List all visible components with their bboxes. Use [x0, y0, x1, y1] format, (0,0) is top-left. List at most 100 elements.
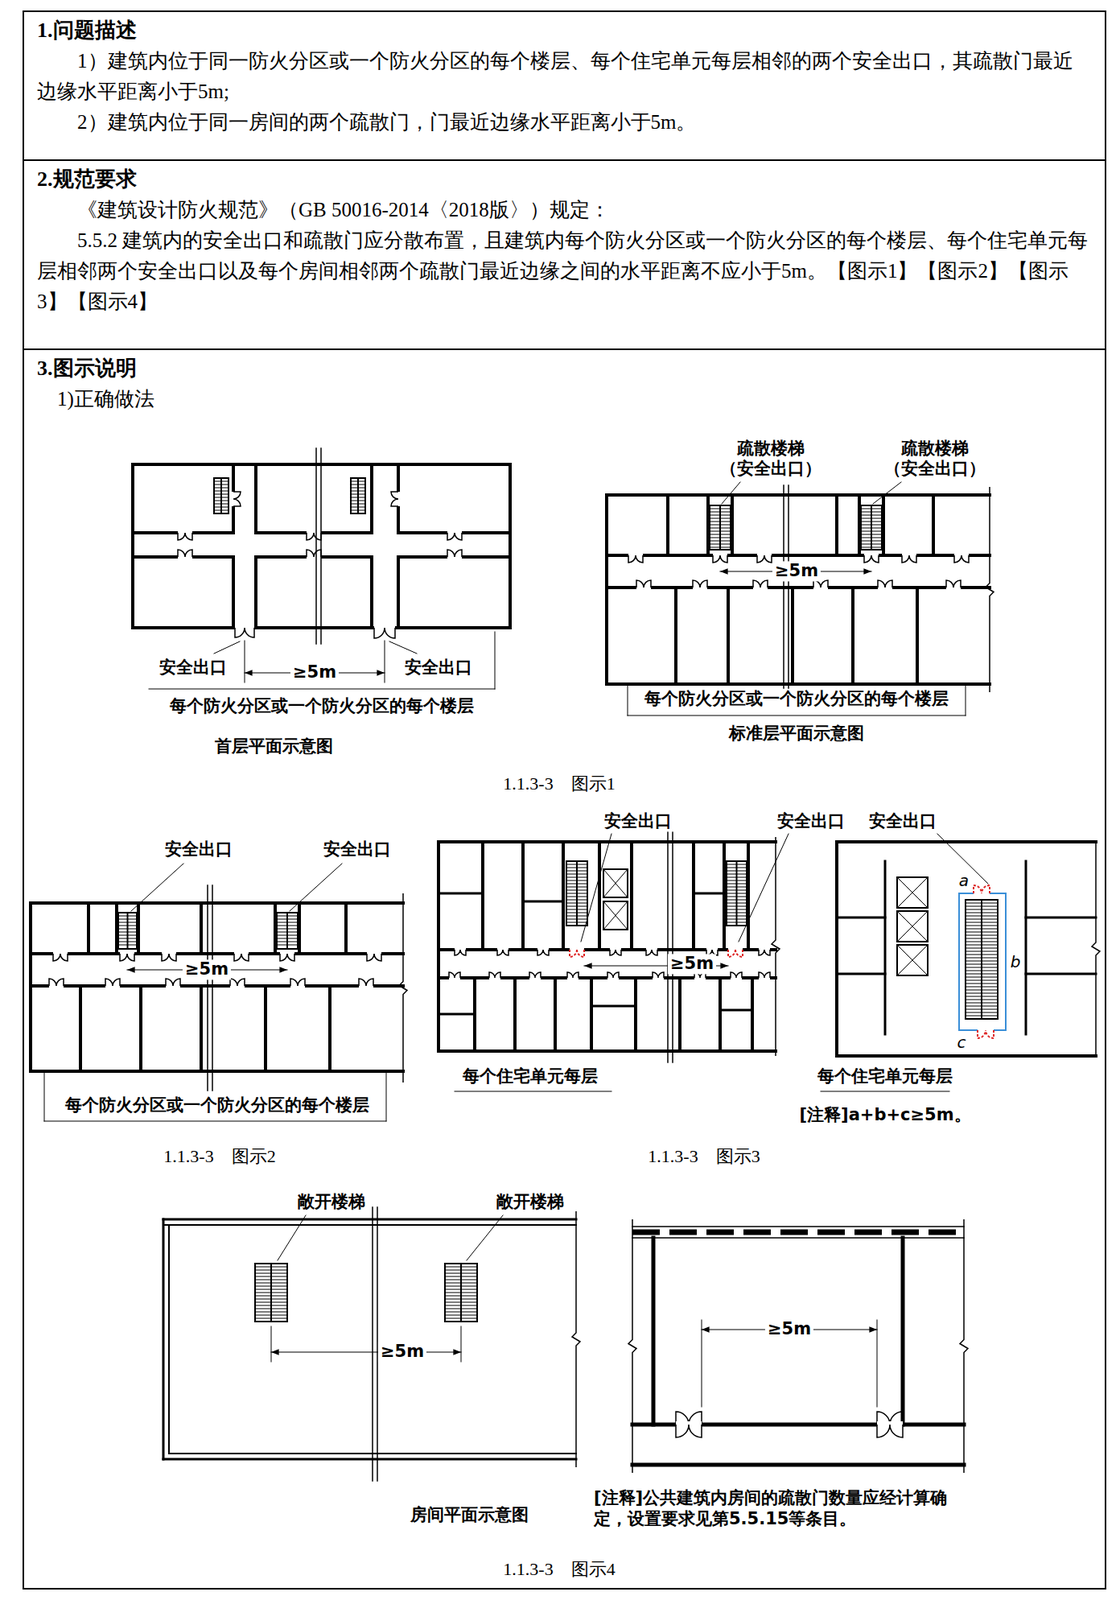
wall-line	[199, 985, 203, 1071]
leader-line	[271, 1325, 272, 1362]
stair-callout: 疏散楼梯 （安全出口）	[713, 438, 829, 479]
leader-line	[148, 688, 495, 690]
wall-line	[344, 902, 348, 954]
room-outline	[255, 556, 372, 628]
wall-line	[674, 587, 678, 684]
wall-line	[131, 532, 135, 557]
door-symbol	[753, 580, 768, 588]
figure-label: [注释]a+b+c≥5m。	[796, 1104, 973, 1125]
partition-line	[206, 885, 209, 1091]
wall-line	[162, 1218, 165, 1459]
wall-line	[508, 532, 512, 557]
window-wall	[632, 1229, 964, 1236]
leader-line	[738, 833, 789, 942]
wall-line	[931, 494, 935, 556]
door-symbol	[646, 949, 658, 956]
dimension-letter: b	[1008, 951, 1023, 972]
wall-line	[790, 587, 795, 684]
break-line	[399, 893, 408, 1083]
leader-line	[44, 1070, 46, 1121]
wall-line	[606, 682, 990, 686]
figure-label: 安全出口	[156, 657, 230, 678]
leader-line	[289, 863, 342, 911]
figure-label: 每个住宅单元每层	[815, 1066, 956, 1087]
section-box: 2.规范要求《建筑设计防火规范》（GB 50016-2014〈2018版〉）规定…	[22, 159, 1107, 350]
elevator-cross	[897, 910, 928, 942]
door-symbol	[973, 885, 990, 894]
stair-divider	[719, 505, 721, 550]
figure-label: ≥5m	[765, 1318, 814, 1339]
wall-line	[720, 1008, 753, 1012]
dimension-letter: a	[957, 870, 971, 890]
leader-line	[466, 1214, 503, 1260]
wall-line	[438, 892, 483, 895]
wall-line	[199, 902, 203, 954]
figure-label: 安全出口	[321, 839, 394, 860]
measure-outline	[959, 893, 1006, 1030]
section-heading: 2.规范要求	[37, 164, 1092, 195]
leader-line	[872, 481, 902, 504]
door-symbol	[448, 971, 461, 978]
door-symbol	[374, 627, 396, 639]
elevator-cross	[897, 944, 928, 976]
door-symbol	[877, 580, 893, 588]
room-outline	[255, 464, 372, 533]
dimension-line	[127, 968, 288, 970]
wall-line	[78, 985, 83, 1071]
stair-outline	[255, 1263, 288, 1322]
stair-outline	[860, 505, 882, 550]
door-symbol	[537, 949, 549, 956]
figure-label: ≥5m	[290, 662, 339, 683]
door-symbol	[290, 978, 305, 986]
door-symbol	[954, 555, 969, 563]
dimension-line	[720, 570, 872, 572]
leader-line	[627, 715, 966, 717]
stair-outline	[118, 912, 137, 949]
wall-line	[693, 892, 725, 895]
section-heading: 1.问题描述	[37, 15, 1092, 46]
elevator-cross	[897, 944, 928, 976]
door-symbol	[813, 580, 828, 588]
wall-line	[835, 841, 839, 1056]
door-symbol	[497, 949, 509, 956]
stair-callout: 疏散楼梯 （安全出口）	[877, 438, 993, 479]
wall-line	[521, 841, 525, 950]
figure-label: 安全出口	[774, 811, 848, 832]
wall-line	[86, 902, 91, 954]
figure-note: [注释]公共建筑内房间的疏散门数量应经计算确定，设置要求见第5.5.15等条目。	[591, 1486, 975, 1530]
leader-line	[937, 833, 989, 884]
leader-line	[461, 1325, 462, 1362]
stair-divider	[286, 912, 289, 949]
wall-line	[591, 1004, 636, 1008]
wall-line	[30, 1069, 404, 1073]
leader-line	[131, 863, 184, 911]
figure-label: 安全出口	[402, 657, 475, 678]
figure-caption: 1.1.3-3 图示2	[160, 1145, 278, 1167]
elevator-cross	[897, 910, 928, 942]
wall-line	[233, 462, 256, 466]
wall-line	[915, 587, 919, 684]
door-symbol	[977, 1029, 994, 1038]
leader-line	[627, 683, 629, 716]
figure-label: ≥5m	[667, 953, 717, 974]
elevator-cross	[897, 877, 928, 908]
wall-line	[836, 916, 886, 919]
door-symbol	[901, 555, 917, 563]
wall-line	[481, 841, 485, 950]
stair-divider	[980, 899, 983, 1019]
figure-label: ≥5m	[772, 560, 821, 581]
elevator-cross	[897, 877, 928, 908]
partition-line	[787, 485, 790, 688]
figure-label: 房间平面示意图	[407, 1504, 532, 1525]
wall-line	[632, 1225, 964, 1228]
room-outline	[132, 556, 234, 628]
door-symbol	[49, 978, 64, 986]
wall-line	[163, 1218, 577, 1221]
wall-line	[1025, 860, 1028, 1034]
leader-line	[277, 1214, 306, 1260]
wall-line	[328, 985, 332, 1071]
dimension-line	[271, 1350, 462, 1352]
